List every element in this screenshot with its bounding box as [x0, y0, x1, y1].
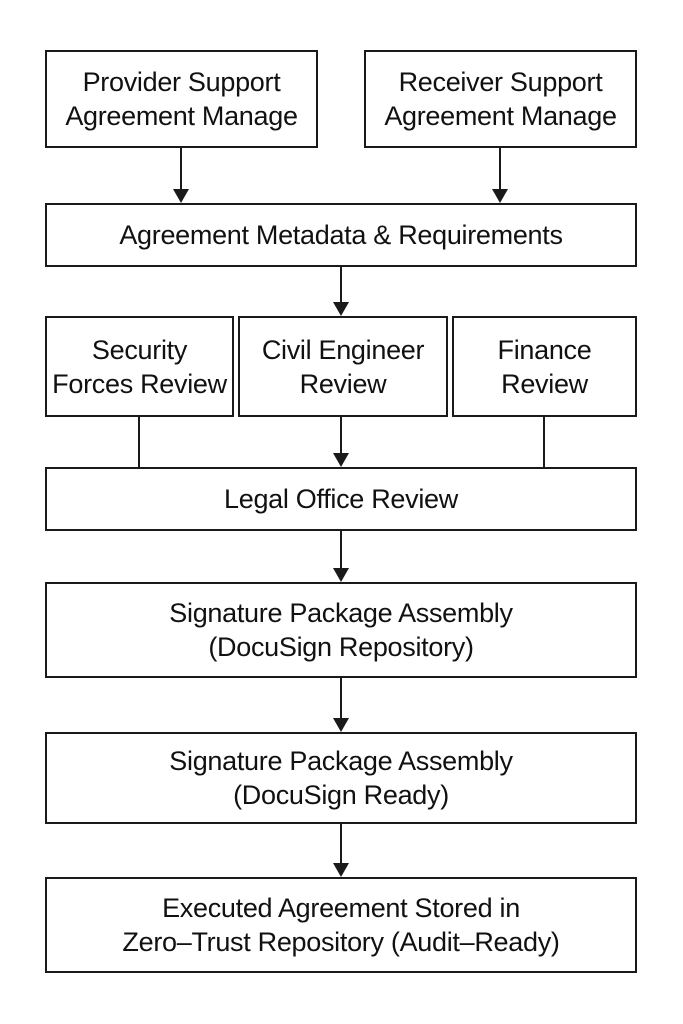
node-label-line: Forces Review: [52, 368, 227, 399]
arrow-down-icon: [173, 189, 189, 203]
node-label-line: Agreement Metadata & Requirements: [119, 220, 563, 250]
node-security-forces-review: Security Forces Review: [45, 316, 234, 417]
node-label-line: Review: [501, 368, 588, 399]
node-label-line: Legal Office Review: [224, 484, 458, 514]
node-finance-review: Finance Review: [452, 316, 637, 417]
node-label-line: Security: [91, 334, 188, 365]
arrow-line: [340, 531, 342, 568]
node-signature-package-assembly-docusign-repository: Signature Package Assembly (DocuSign Rep…: [45, 582, 637, 678]
node-label-line: Finance: [497, 334, 592, 365]
arrow-line: [340, 678, 342, 718]
node-label-line: Executed Agreement Stored in: [162, 893, 520, 923]
node-provider-support-agreement-manage: Provider Support Agreement Manage: [45, 50, 318, 148]
arrow-line: [499, 148, 501, 189]
node-label-line: Review: [299, 368, 387, 399]
arrow-down-icon: [333, 718, 349, 732]
node-label-line: Signature Package Assembly: [169, 746, 513, 776]
node-label-line: Civil Engineer: [261, 334, 425, 365]
node-agreement-metadata-requirements: Agreement Metadata & Requirements: [45, 203, 637, 267]
node-label-line: (DocuSign Ready): [233, 780, 449, 810]
arrow-line: [340, 267, 342, 302]
node-label-line: Signature Package Assembly: [169, 598, 513, 628]
arrow-down-icon: [333, 863, 349, 877]
node-label-line: Agreement Manage: [384, 101, 617, 131]
arrow-down-icon: [492, 189, 508, 203]
arrow-down-icon: [333, 302, 349, 316]
arrow-line: [340, 417, 342, 453]
node-signature-package-assembly-docusign-ready: Signature Package Assembly (DocuSign Rea…: [45, 732, 637, 824]
arrow-line: [340, 824, 342, 863]
connector-line: [138, 417, 140, 467]
arrow-down-icon: [333, 453, 349, 467]
node-label-line: Zero–Trust Repository (Audit–Ready): [122, 927, 560, 957]
arrow-down-icon: [333, 568, 349, 582]
node-receiver-support-agreement-manage: Receiver Support Agreement Manage: [364, 50, 637, 148]
node-civil-engineer-review: Civil Engineer Review: [238, 316, 448, 417]
arrow-line: [180, 148, 182, 189]
connector-line: [543, 417, 545, 467]
node-legal-office-review: Legal Office Review: [45, 467, 637, 531]
node-label-line: Receiver Support: [398, 67, 603, 97]
node-label-line: Provider Support: [82, 67, 281, 97]
node-label-line: Agreement Manage: [65, 101, 298, 131]
node-executed-agreement-zero-trust: Executed Agreement Stored in Zero–Trust …: [45, 877, 637, 973]
node-label-line: (DocuSign Repository): [208, 632, 474, 662]
